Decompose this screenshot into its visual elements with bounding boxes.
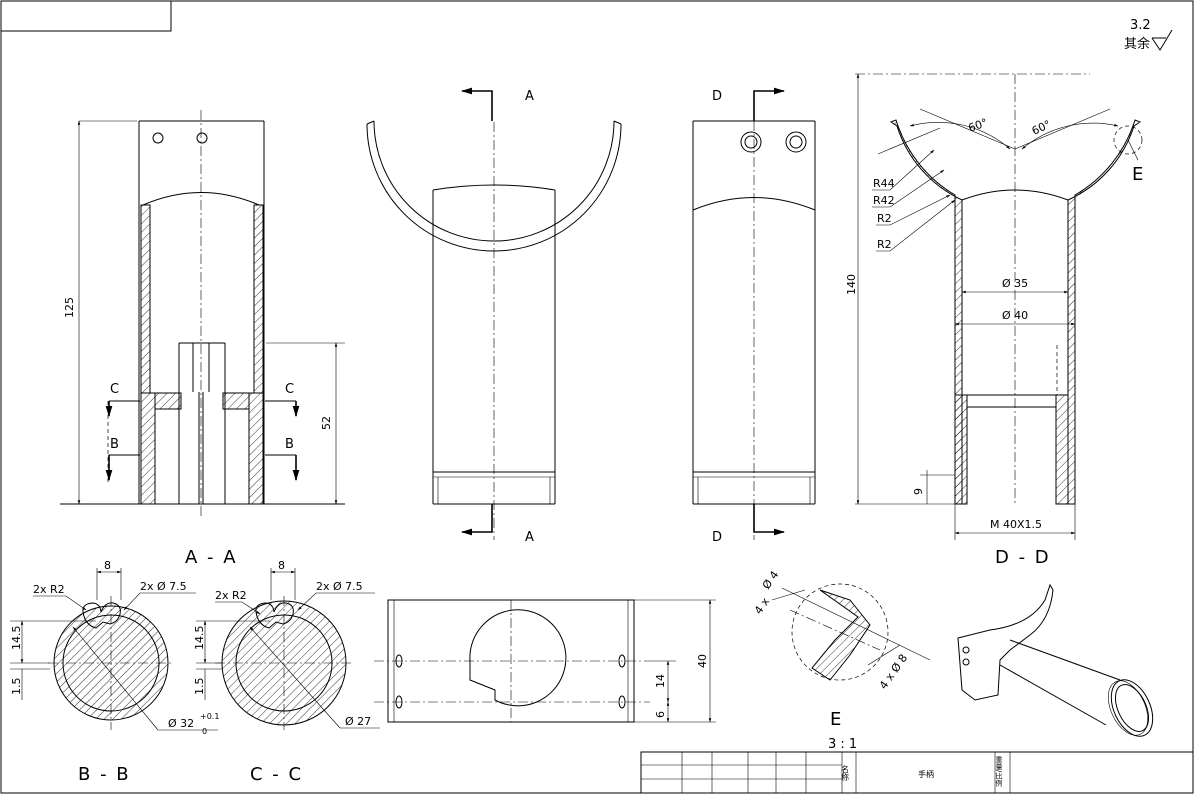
cut-d-bottom: D [712, 530, 722, 545]
title-block: 名称 手柄 重量/比例 [640, 751, 1194, 794]
dim-bb-width: 8 [104, 559, 111, 572]
dim-plate-14: 14 [654, 674, 667, 688]
dim-plate-height: 40 [696, 654, 709, 668]
dim-e-hole: Ø 4 [760, 569, 782, 592]
section-cc-title: C - C [250, 764, 303, 785]
dim-cc-radius: 2x R2 [215, 589, 247, 602]
dim-left-lower: 52 [320, 416, 333, 430]
dim-e-dia: 4 x Ø 8 [877, 652, 910, 692]
title-label-name: 名称 [841, 764, 850, 782]
dim-e-count: 4 x [752, 595, 773, 617]
view-plate: 40 14 6 [374, 599, 716, 723]
cut-b-right: B [285, 437, 294, 452]
dim-dd-angle-left: 60° [967, 116, 990, 135]
title-part-name: 手柄 [918, 769, 934, 779]
dim-bb-holes: 2x Ø 7.5 [140, 580, 187, 593]
dim-cc-offset: 14.5 [193, 626, 206, 651]
roughness-symbol: 3.2 其余 [1124, 18, 1173, 52]
dim-dd-small: 9 [912, 488, 925, 495]
section-bb-title: B - B [78, 764, 131, 785]
cut-d-top: D [712, 89, 722, 104]
cut-a-bottom: A [525, 530, 534, 545]
section-aa-title: A - A [185, 547, 238, 568]
dim-bb-dia: Ø 32 [168, 717, 194, 730]
dim-dd-thread: M 40X1.5 [990, 518, 1042, 531]
dim-dd-height: 140 [845, 274, 858, 295]
roughness-value: 3.2 [1130, 18, 1151, 33]
section-dd-title: D - D [995, 547, 1051, 568]
view-section-aa: 125 52 C B C B A - A [60, 110, 345, 568]
dim-plate-6: 6 [654, 711, 667, 718]
dim-bb-tol-lower: 0 [202, 727, 207, 736]
dim-left-height: 125 [63, 297, 76, 318]
cut-c-right: C [285, 382, 294, 397]
dim-cc-width: 8 [278, 559, 285, 572]
cut-b-left: B [110, 437, 119, 452]
dim-dd-r2a: R2 [877, 212, 892, 225]
dim-bb-offset: 14.5 [10, 626, 23, 651]
dim-bb-tol-upper: +0.1 [200, 712, 219, 721]
roughness-note: 其余 [1124, 36, 1150, 52]
cut-a-top: A [525, 89, 534, 104]
dim-cc-thk: 1.5 [193, 678, 206, 696]
dim-bb-thk: 1.5 [10, 678, 23, 696]
detail-marker-e: E [1132, 164, 1145, 185]
dim-bb-radius: 2x R2 [33, 583, 65, 596]
dim-cc-dia: Ø 27 [345, 715, 371, 728]
dim-dd-r44: R44 [873, 177, 895, 190]
view-section-cc: 8 2x Ø 7.5 2x R2 14.5 1.5 Ø 27 C - C [193, 559, 380, 785]
view-section-dd: Ø 35 Ø 40 140 M 40X1.5 9 60° 60° R44 R42… [845, 73, 1145, 568]
cut-c-left: C [110, 382, 119, 397]
dim-dd-d40: Ø 40 [1002, 309, 1028, 322]
dim-dd-r2b: R2 [877, 238, 892, 251]
title-label-right: 重量/比例 [995, 756, 1003, 788]
view-side: D D [692, 87, 816, 545]
view-detail-e: Ø 4 4 x 4 x Ø 8 E 3 : 1 [752, 569, 931, 752]
detail-e-title: E [830, 709, 843, 730]
dim-dd-d35: Ø 35 [1002, 277, 1028, 290]
view-isometric [957, 583, 1154, 737]
detail-e-scale: 3 : 1 [828, 737, 857, 752]
view-section-bb: 8 2x Ø 7.5 2x R2 14.5 1.5 Ø 32 +0.1 0 B … [10, 559, 219, 785]
dim-dd-r42: R42 [873, 194, 895, 207]
view-front: A A [366, 87, 622, 545]
dim-cc-holes: 2x Ø 7.5 [316, 580, 363, 593]
